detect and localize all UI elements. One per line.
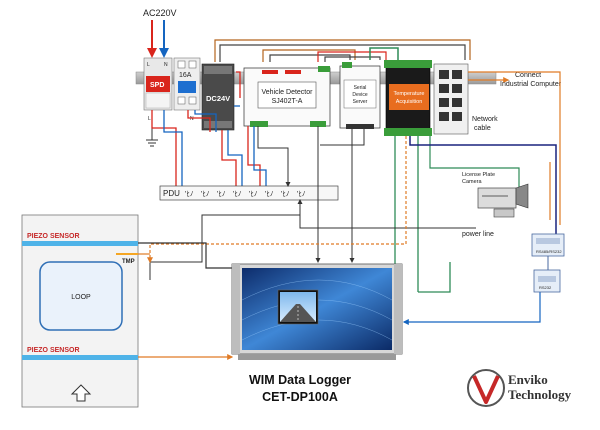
vehicle-detector-name: Vehicle Detector [262,89,314,96]
connect-label-2: Industrial Computer [500,81,562,88]
n-label-bottom: N [190,116,194,122]
brand-line-2: Technology [508,387,572,402]
piezo-sensor-top: PIEZO SENSOR [27,233,80,240]
tmp-sensor-line [147,136,407,264]
product-title: WIM Data Logger CET-DP100A [249,372,351,406]
dc24v-power-module: DC24V [201,63,235,131]
vehicle-detector-model: SJ402T-A [272,98,303,105]
network-switch [433,63,469,135]
license-plate-camera [477,183,529,218]
pdu-strip: PDU 'ﾋﾉ 'ﾋﾉ 'ﾋﾉ 'ﾋﾉ 'ﾋﾉ 'ﾋﾉ 'ﾋﾉ 'ﾋﾉ [159,185,339,201]
connect-label-1: Connect [515,72,541,79]
tmp-label: TMP [122,259,135,265]
svg-text:'ﾋﾉ: 'ﾋﾉ [185,190,193,198]
title-line-1: WIM Data Logger [248,373,352,387]
n-label-top: N [164,62,168,68]
data-lines [149,71,561,325]
camera-label-1: License Plate [462,172,495,178]
rs485-converter: RS485/RS232 [531,233,565,257]
serial-device-server: Serial Device Server [339,62,381,129]
converter-label-2: RS232 [539,285,552,290]
breaker-module: 16A [173,57,201,111]
temperature-line2: Acquisition [396,99,423,105]
serial-line3: Server [353,99,368,105]
vehicle-detector: Vehicle Detector SJ402T-A [243,66,331,127]
svg-text:'ﾋﾉ: 'ﾋﾉ [281,190,289,198]
svg-text:'ﾋﾉ: 'ﾋﾉ [201,190,209,198]
pdu-label: PDU [163,189,180,198]
power-distribution-wires [151,71,267,186]
ac-supply-label: AC220V [143,8,177,18]
ac-input-wires [147,20,169,58]
rs232-converter: RS232 [533,269,561,293]
temperature-line1: Temperature [394,91,425,97]
brand-name: Enviko Technology [508,372,571,402]
brand-line-1: Enviko [508,372,548,387]
wim-data-logger [231,263,403,360]
top-bus-wires [214,39,471,62]
serial-line2: Device [352,92,368,98]
direction-arrow-icon [70,384,92,402]
l-label-top: L [147,62,150,68]
piezo-sensor-bottom: PIEZO SENSOR [27,347,80,354]
converter-label-1: RS485/RS232 [536,249,562,254]
title-line-2: CET-DP100A [262,390,338,404]
camera-label-2: Camera [462,179,483,185]
spd-label: SPD [150,82,164,89]
power-line-label: power line [462,231,494,238]
enviko-logo [467,369,505,407]
loop-coil [39,261,123,331]
temperature-acquisition-module: Temperature Acquisition [384,60,432,136]
svg-text:'ﾋﾉ: 'ﾋﾉ [233,190,241,198]
svg-text:'ﾋﾉ: 'ﾋﾉ [217,190,225,198]
l-label-bottom: L [148,116,151,122]
road-section: LOOP [21,214,139,408]
network-label-2: cable [474,125,491,132]
loop-label: LOOP [71,294,91,301]
spd-module: SPD L N [143,57,173,111]
dc24v-label: DC24V [206,94,230,103]
svg-text:'ﾋﾉ: 'ﾋﾉ [297,190,305,198]
network-label-1: Network [472,116,498,123]
breaker-label: 16A [179,72,192,79]
svg-text:'ﾋﾉ: 'ﾋﾉ [249,190,257,198]
svg-text:'ﾋﾉ: 'ﾋﾉ [265,190,273,198]
serial-line1: Serial [354,85,367,91]
